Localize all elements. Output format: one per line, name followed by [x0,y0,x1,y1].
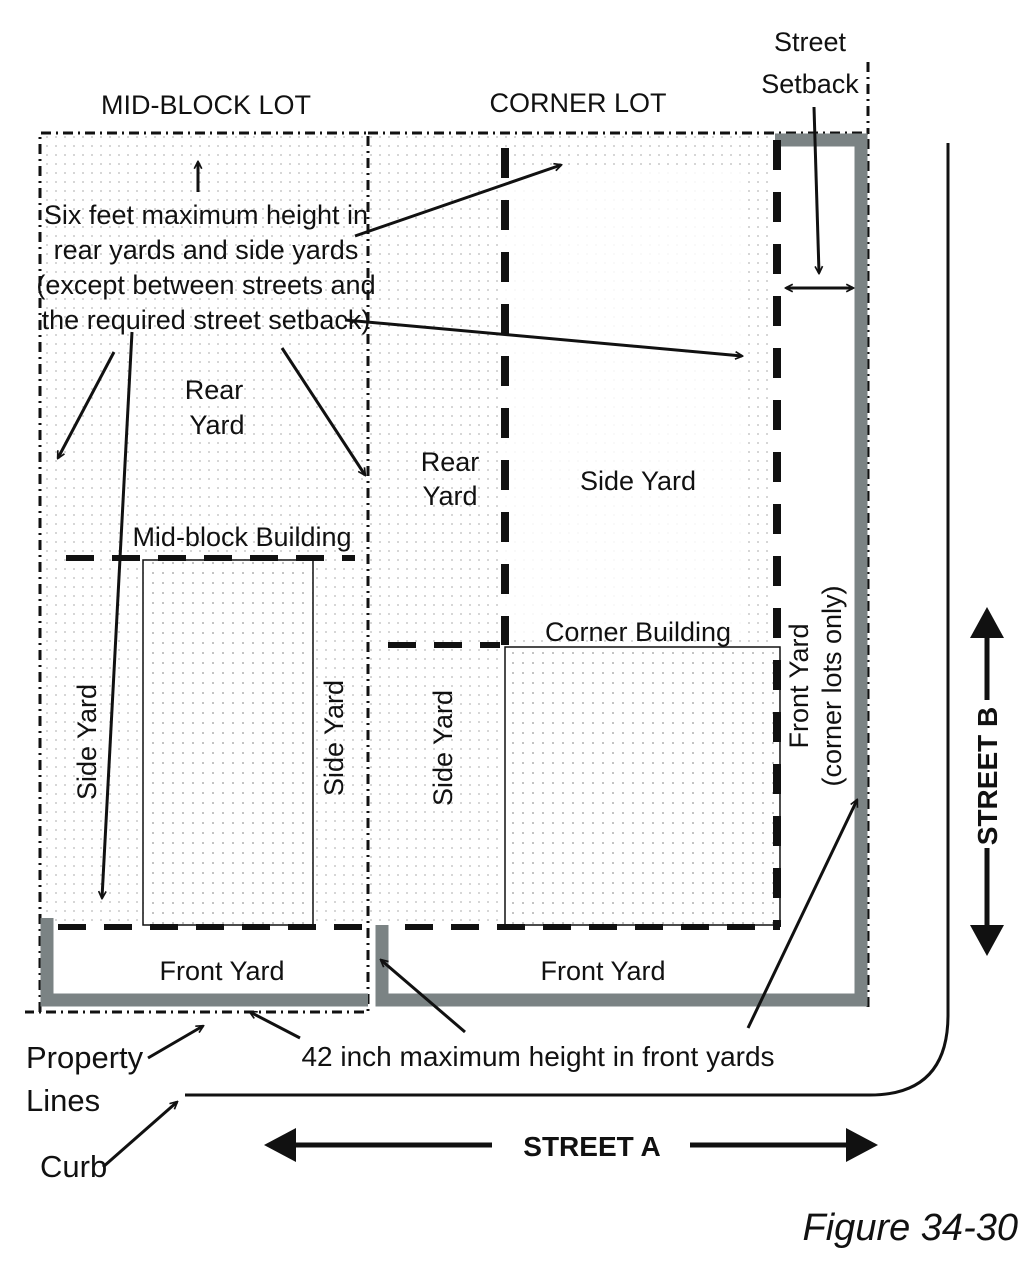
setback-strip-clear [780,148,852,928]
six-feet-note-2: rear yards and side yards [54,235,359,265]
arrow-right-rear [280,347,365,475]
corner-side-yard-clear [505,170,745,640]
front-yard-corner: Front Yard [540,956,665,986]
mid-block-lot-title: MID-BLOCK LOT [101,90,311,120]
rear-yard-corner-2: Yard [422,481,477,511]
arrow-property-lines [147,1026,203,1060]
arrow-42-left [250,1010,301,1040]
side-yard-corner-left: Side Yard [428,690,458,806]
street-b-arrow-up-head [970,607,1004,638]
rear-yard-corner-1: Rear [421,447,480,477]
street-a-arrow-right-head [846,1128,878,1162]
corner-building [504,646,781,926]
street-arrows [264,607,1004,1162]
front-yard-mid: Front Yard [159,956,284,986]
figure-caption: Figure 34-30 [803,1207,1018,1249]
corner-building-label: Corner Building [545,617,731,647]
street-b-label: STREET B [972,707,1003,845]
setback-lines [58,140,781,930]
street-b-arrow-down-head [970,925,1004,956]
front-yard-mid-clear [55,930,365,995]
side-yard-corner-top: Side Yard [580,466,696,496]
six-feet-note-4: the required street setback) [42,305,371,335]
front-yard-corner-clear [390,930,850,995]
labels: MID-BLOCK LOT CORNER LOT Street Setback … [26,27,1018,1249]
curb-line [185,143,950,1097]
arrow-setback-down [812,106,819,273]
street-setback-label-1: Street [774,27,847,57]
six-foot-zones [40,133,852,995]
property-lines [40,133,868,1007]
side-yard-mid-right: Side Yard [319,680,349,796]
curb-label: Curb [40,1149,107,1184]
street-setback-label-2: Setback [761,69,859,99]
arrow-42-right [746,800,859,1029]
six-feet-note-3: (except between streets and [36,270,375,300]
arrow-left-side [56,351,116,458]
mid-block-building [142,559,314,926]
rear-yard-mid-2: Yard [189,410,244,440]
rear-yard-mid-1: Rear [185,375,244,405]
buildings [142,559,781,926]
arrow-mid-side-down [102,331,134,898]
mid-block-building-label: Mid-block Building [132,522,351,552]
front-yard-corner-side-2: (corner lots only) [817,585,847,786]
arrow-curb [102,1102,177,1169]
mid-lot-property-line [40,918,368,1007]
arrow-corner-rear [354,165,561,238]
street-a-arrow-left-head [264,1128,296,1162]
street-a-label: STREET A [523,1131,660,1162]
corner-lot-title: CORNER LOT [489,88,666,118]
property-lines-2: Lines [26,1083,100,1118]
forty-two-inch-note: 42 inch maximum height in front yards [301,1041,774,1072]
annotation-arrows [56,106,859,1169]
property-lines-1: Property [26,1040,144,1075]
side-yard-mid-left: Side Yard [72,684,102,800]
arrow-42-mid [381,960,466,1034]
six-feet-note-1: Six feet maximum height in [44,200,368,230]
arrow-corner-side [344,318,742,356]
corner-lot-property-line [375,133,868,1007]
front-yard-corner-side-1: Front Yard [784,623,814,748]
